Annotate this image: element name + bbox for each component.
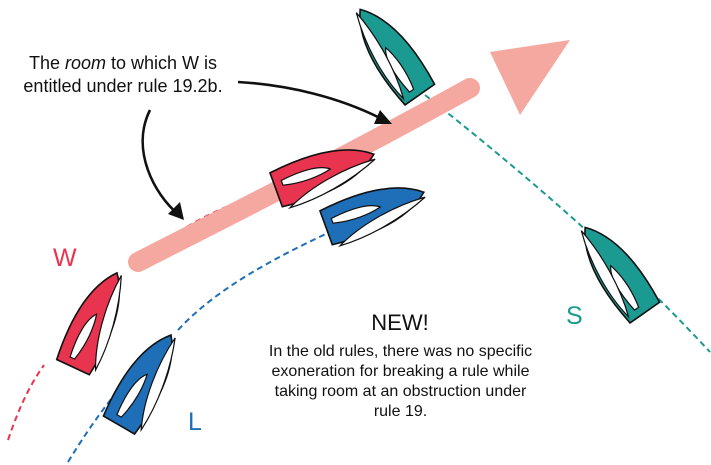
windward-track bbox=[7, 364, 45, 441]
boat-windward-lower bbox=[53, 263, 137, 377]
boat-starboard-upper bbox=[342, 0, 438, 107]
leeward-track-ahead bbox=[177, 231, 331, 331]
boat-leeward-lower bbox=[100, 324, 190, 436]
room-callout: The room to which W is entitled under ru… bbox=[4, 52, 242, 98]
note-title: NEW! bbox=[371, 310, 429, 335]
callout-emphasis: room bbox=[64, 53, 106, 73]
callout-suffix: to which W is entitled under rule 19.2b. bbox=[23, 53, 223, 96]
callout-prefix: The bbox=[28, 53, 65, 73]
leeward-boat-label: L bbox=[188, 408, 202, 436]
starboard-boat-label: S bbox=[566, 302, 583, 330]
windward-boat-label: W bbox=[53, 244, 77, 272]
note-body: In the old rules, there was no specific … bbox=[268, 343, 533, 420]
callout-arrows bbox=[141, 80, 392, 220]
starboard-track bbox=[424, 94, 711, 353]
